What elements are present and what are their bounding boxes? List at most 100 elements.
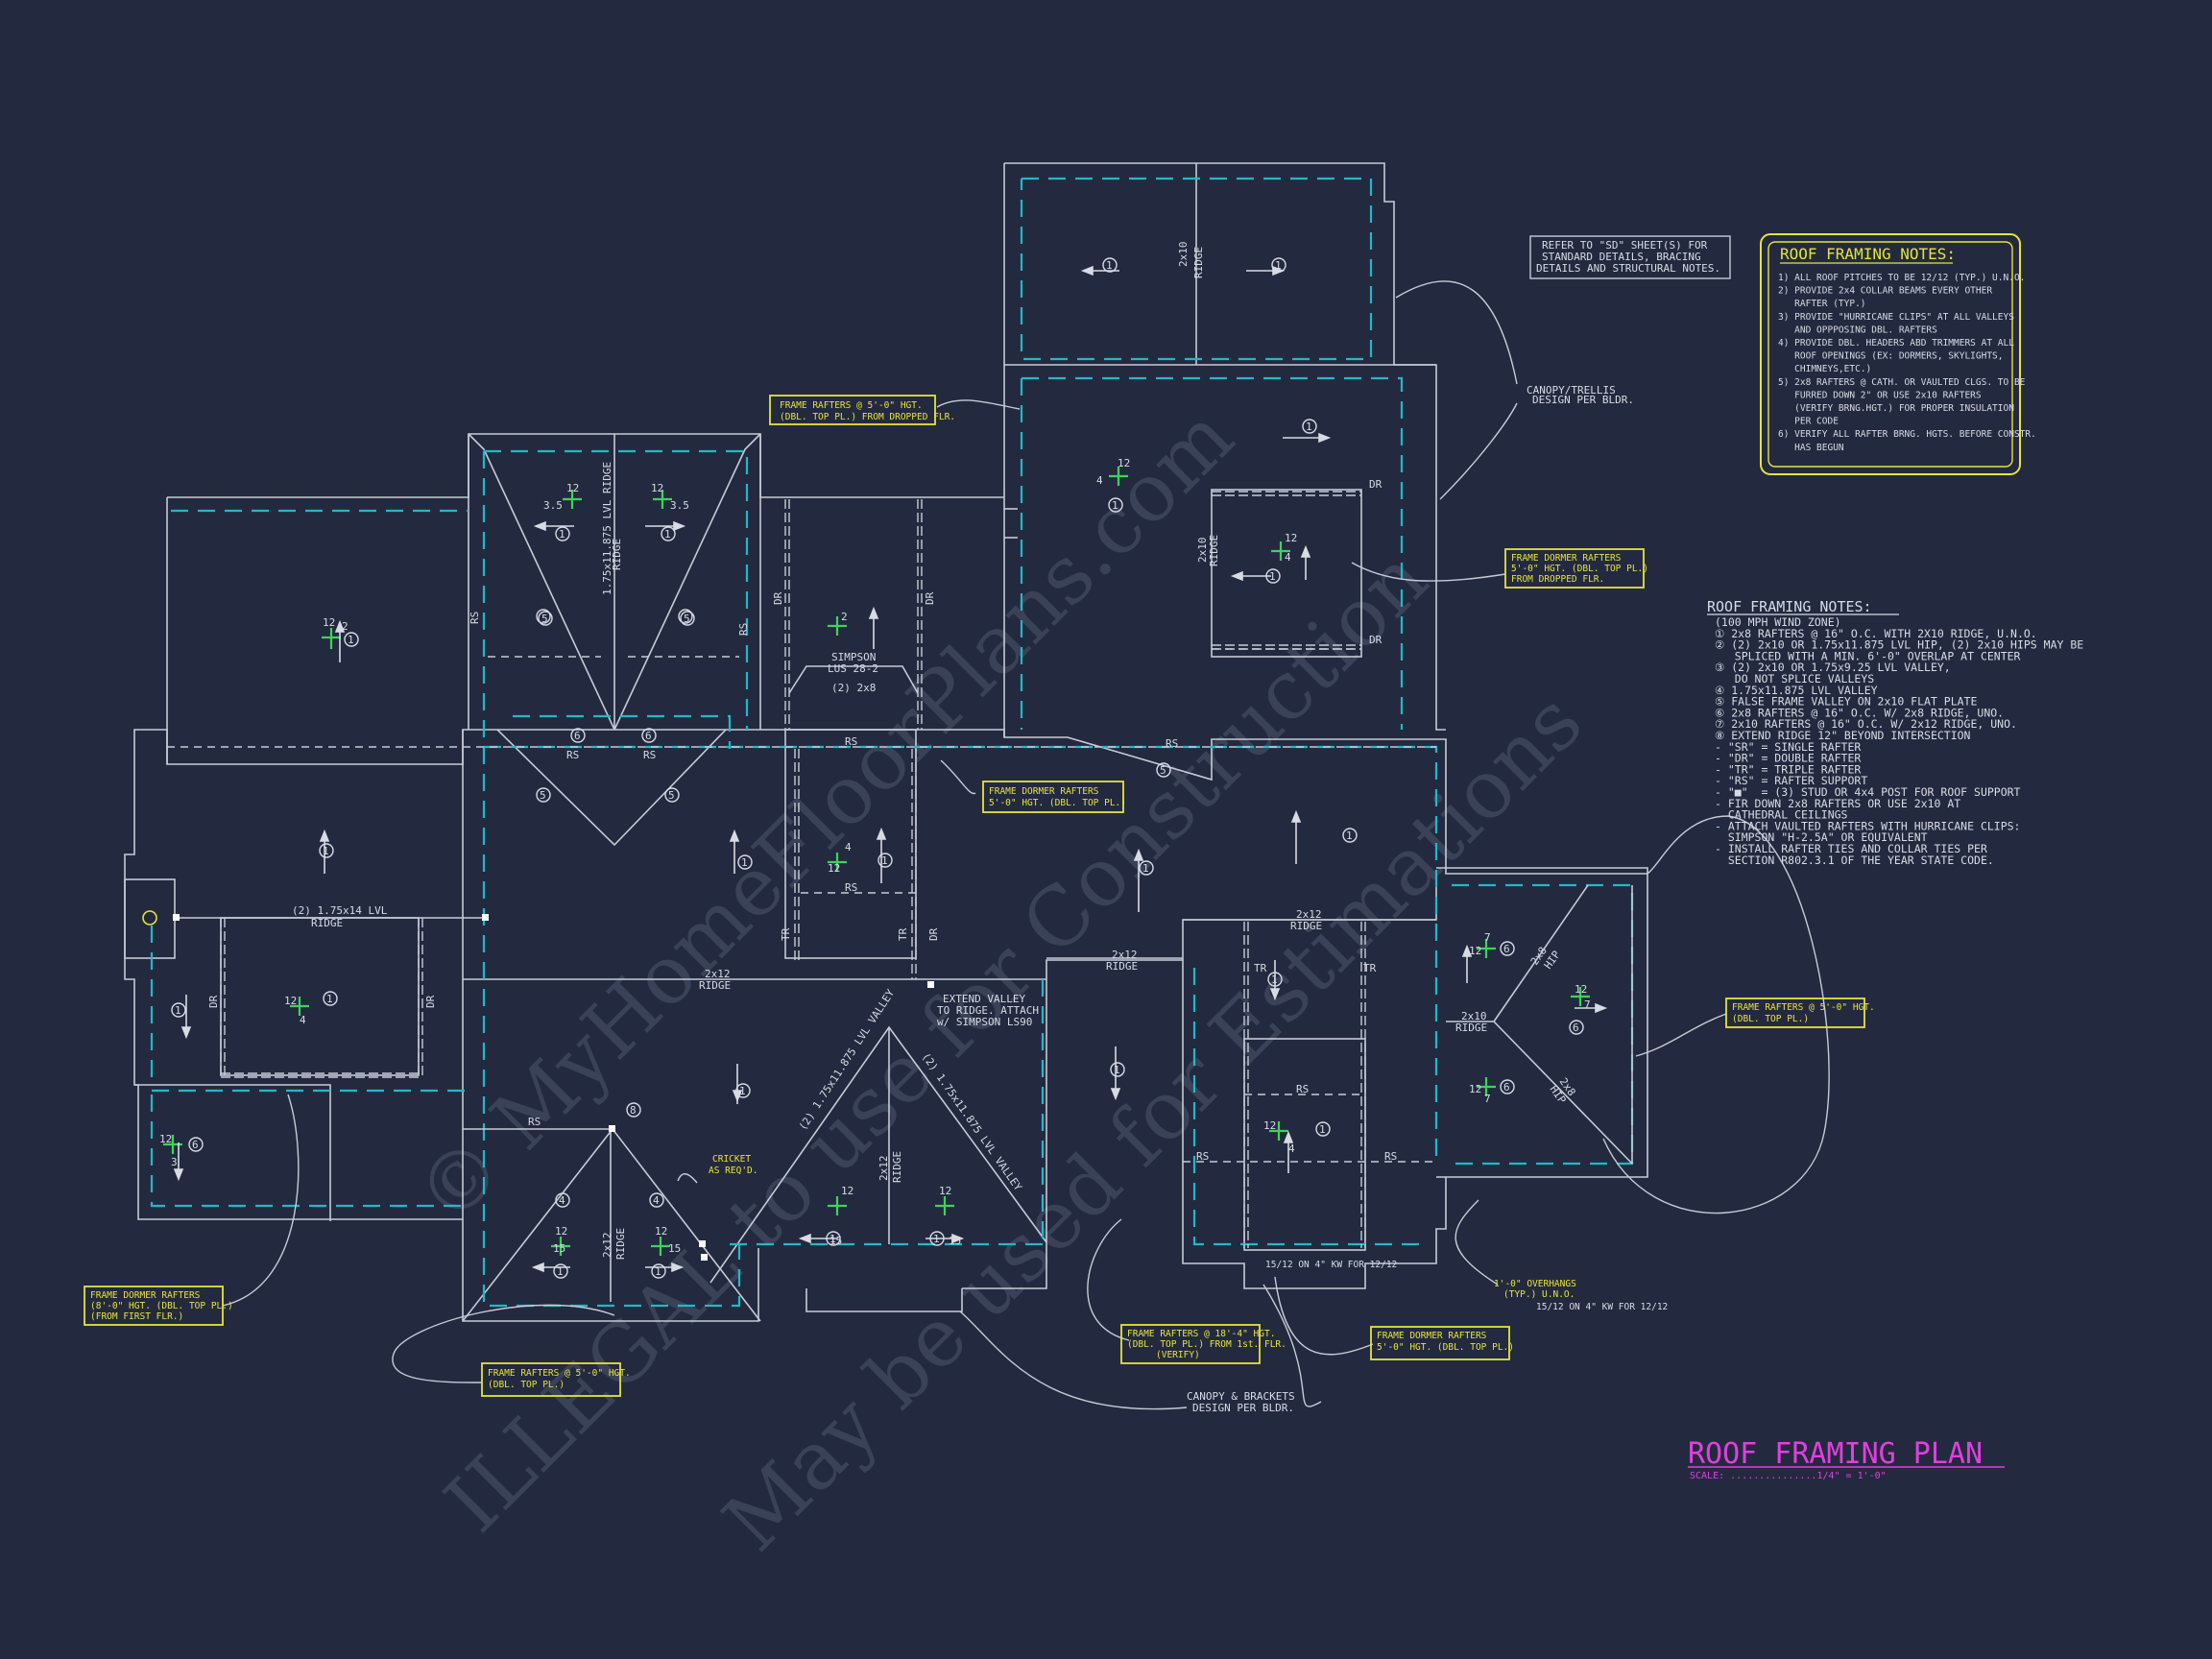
legend-line: ⑧ EXTEND RIDGE 12" BEYOND INTERSECTION: [1715, 729, 1971, 742]
svg-text:TR: TR: [897, 927, 909, 941]
legend-items: (100 MPH WIND ZONE)① 2x8 RAFTERS @ 16" O…: [1715, 615, 2083, 867]
svg-text:12: 12: [939, 1185, 951, 1197]
svg-text:1: 1: [830, 1233, 836, 1245]
svg-text:RS: RS: [469, 612, 481, 624]
svg-text:6: 6: [1573, 1022, 1579, 1034]
svg-text:15: 15: [949, 1235, 961, 1247]
svg-text:2x12: 2x12: [705, 968, 731, 980]
legend-line: ⑦ 2x10 RAFTERS @ 16" O.C. W/ 2x12 RIDGE,…: [1715, 717, 2017, 731]
svg-text:12: 12: [1575, 983, 1587, 996]
svg-text:4: 4: [1285, 551, 1291, 564]
svg-text:DR: DR: [1369, 478, 1382, 491]
legend-line: - "DR" = DOUBLE RAFTER: [1715, 752, 1861, 765]
post-markers: [173, 914, 934, 1261]
svg-text:7: 7: [1584, 998, 1591, 1011]
svg-text:DESIGN PER BLDR.: DESIGN PER BLDR.: [1532, 394, 1634, 406]
notes_box-line: CHIMNEYS,ETC.): [1778, 364, 1871, 374]
legend-line: CATHEDRAL CEILINGS: [1715, 808, 1848, 822]
svg-text:TO RIDGE. ATTACH: TO RIDGE. ATTACH: [937, 1004, 1039, 1017]
svg-text:RIDGE: RIDGE: [1208, 535, 1220, 566]
svg-text:RS: RS: [1296, 1083, 1309, 1095]
roof-outline: [124, 162, 1648, 1322]
notes-box-heading: ROOF FRAMING NOTES:: [1780, 245, 1956, 263]
svg-text:5'-0" HGT. (DBL. TOP PL.): 5'-0" HGT. (DBL. TOP PL.): [1511, 564, 1648, 574]
svg-text:4: 4: [653, 1194, 660, 1207]
legend-line: DO NOT SPLICE VALLEYS: [1715, 672, 1874, 685]
svg-text:CANOPY/TRELLIS: CANOPY/TRELLIS: [1527, 384, 1616, 397]
ridge-lines: [167, 434, 1633, 1302]
svg-text:LUS 28-2: LUS 28-2: [828, 662, 878, 675]
svg-text:12: 12: [828, 862, 840, 875]
svg-text:1: 1: [655, 1265, 661, 1278]
legend-line: ③ (2) 2x10 OR 1.75x9.25 LVL VALLEY,: [1715, 661, 1951, 674]
svg-text:2x12: 2x12: [878, 1156, 890, 1182]
svg-text:1'-0" OVERHANGS: 1'-0" OVERHANGS: [1494, 1279, 1576, 1289]
legend-line: - "SR" = SINGLE RAFTER: [1715, 740, 1861, 754]
svg-text:RS: RS: [1196, 1150, 1209, 1163]
cricket-note: CRICKET AS REQ'D.: [709, 1154, 757, 1176]
svg-text:RIDGE: RIDGE: [1192, 247, 1205, 278]
svg-text:2x10: 2x10: [1196, 538, 1209, 564]
svg-text:4: 4: [1096, 474, 1103, 487]
svg-text:12: 12: [841, 1185, 854, 1197]
svg-text:REFER TO "SD" SHEET(S) FOR: REFER TO "SD" SHEET(S) FOR: [1542, 239, 1708, 252]
notes_box-line: HAS BEGUN: [1778, 443, 1844, 453]
svg-text:DESIGN PER BLDR.: DESIGN PER BLDR.: [1192, 1402, 1294, 1414]
svg-text:FRAME DORMER RAFTERS: FRAME DORMER RAFTERS: [90, 1290, 201, 1301]
svg-text:FRAME RAFTERS @ 5'-0" HGT.: FRAME RAFTERS @ 5'-0" HGT.: [488, 1368, 631, 1379]
svg-text:(8'-0" HGT. (DBL. TOP PL.): (8'-0" HGT. (DBL. TOP PL.): [90, 1301, 233, 1311]
svg-text:(DBL. TOP PL.) FROM DROPPED FL: (DBL. TOP PL.) FROM DROPPED FLR.: [780, 412, 955, 422]
svg-text:AS REQ'D.: AS REQ'D.: [709, 1166, 757, 1176]
svg-text:1: 1: [557, 1265, 564, 1278]
svg-text:RIDGE: RIDGE: [891, 1151, 903, 1183]
svg-text:FRAME DORMER RAFTERS: FRAME DORMER RAFTERS: [1377, 1331, 1487, 1341]
svg-text:15/12 ON 4" KW FOR 12/12: 15/12 ON 4" KW FOR 12/12: [1265, 1260, 1397, 1270]
svg-text:DR: DR: [772, 591, 784, 605]
svg-text:2: 2: [841, 611, 848, 623]
svg-text:RS: RS: [528, 1116, 541, 1128]
plate-lines: [150, 177, 1634, 1308]
svg-text:12: 12: [566, 482, 579, 494]
svg-text:8: 8: [630, 1104, 637, 1117]
legend-line: SPLICED WITH A MIN. 6'-0" OVERLAP AT CEN…: [1715, 649, 2021, 662]
svg-text:2: 2: [342, 620, 349, 633]
svg-text:RIDGE: RIDGE: [614, 1228, 627, 1260]
svg-text:DETAILS AND STRUCTURAL NOTES.: DETAILS AND STRUCTURAL NOTES.: [1536, 262, 1720, 275]
svg-text:(DBL. TOP PL.): (DBL. TOP PL.): [488, 1380, 565, 1390]
svg-text:7: 7: [1484, 931, 1491, 944]
callout-7: FRAME RAFTERS @ 18'-4" HGT. (DBL. TOP PL…: [1120, 1324, 1286, 1364]
notes_box-line: 1) ALL ROOF PITCHES TO BE 12/12 (TYP.) U…: [1778, 273, 2025, 283]
svg-text:12: 12: [159, 1133, 172, 1145]
svg-text:2x12: 2x12: [1296, 908, 1322, 921]
svg-text:12: 12: [1118, 457, 1130, 469]
notes-box-items: 1) ALL ROOF PITCHES TO BE 12/12 (TYP.) U…: [1778, 273, 2036, 453]
svg-text:(2) 1.75x11.875 LVL VALLEY: (2) 1.75x11.875 LVL VALLEY: [920, 1050, 1025, 1193]
svg-text:RIDGE: RIDGE: [1290, 920, 1322, 932]
svg-text:1: 1: [326, 993, 333, 1005]
svg-text:1: 1: [1306, 421, 1312, 433]
callout-4: FRAME RAFTERS @ 5'-0" HGT. (DBL. TOP PL.…: [1725, 998, 1875, 1028]
svg-text:6: 6: [1503, 943, 1510, 955]
notes_box-line: 2) PROVIDE 2x4 COLLAR BEAMS EVERY OTHER: [1778, 286, 1992, 297]
svg-text:RIDGE: RIDGE: [611, 539, 623, 570]
svg-text:1: 1: [1112, 499, 1118, 512]
legend-line: - "RS" = RAFTER SUPPORT: [1715, 774, 1867, 787]
legend-line: - "■" = (3) STUD OR 4x4 POST FOR ROOF SU…: [1715, 785, 2021, 799]
svg-text:1: 1: [1275, 259, 1282, 272]
notes_box-line: 4) PROVIDE DBL. HEADERS ABD TRIMMERS AT …: [1778, 338, 2014, 349]
svg-text:1: 1: [1346, 830, 1353, 842]
callout-1: FRAME RAFTERS @ 5'-0" HGT. (DBL. TOP PL.…: [769, 395, 955, 425]
svg-text:1: 1: [933, 1233, 940, 1245]
refer-note: REFER TO "SD" SHEET(S) FOR STANDARD DETA…: [1529, 235, 1731, 279]
svg-text:12: 12: [1285, 532, 1297, 544]
svg-text:4: 4: [300, 1014, 306, 1026]
svg-text:FROM DROPPED FLR.: FROM DROPPED FLR.: [1511, 574, 1604, 585]
svg-text:RIDGE: RIDGE: [699, 979, 731, 992]
svg-text:1: 1: [741, 856, 748, 869]
svg-text:RIDGE: RIDGE: [1455, 1022, 1487, 1034]
svg-text:1: 1: [739, 1085, 746, 1097]
svg-text:w/ SIMPSON LS90: w/ SIMPSON LS90: [937, 1016, 1032, 1028]
svg-text:(2) 2x8: (2) 2x8: [831, 682, 876, 694]
svg-text:TR: TR: [1363, 962, 1377, 974]
legend-line: SIMPSON "H-2.5A" OR EQUIVALENT: [1715, 830, 1928, 844]
